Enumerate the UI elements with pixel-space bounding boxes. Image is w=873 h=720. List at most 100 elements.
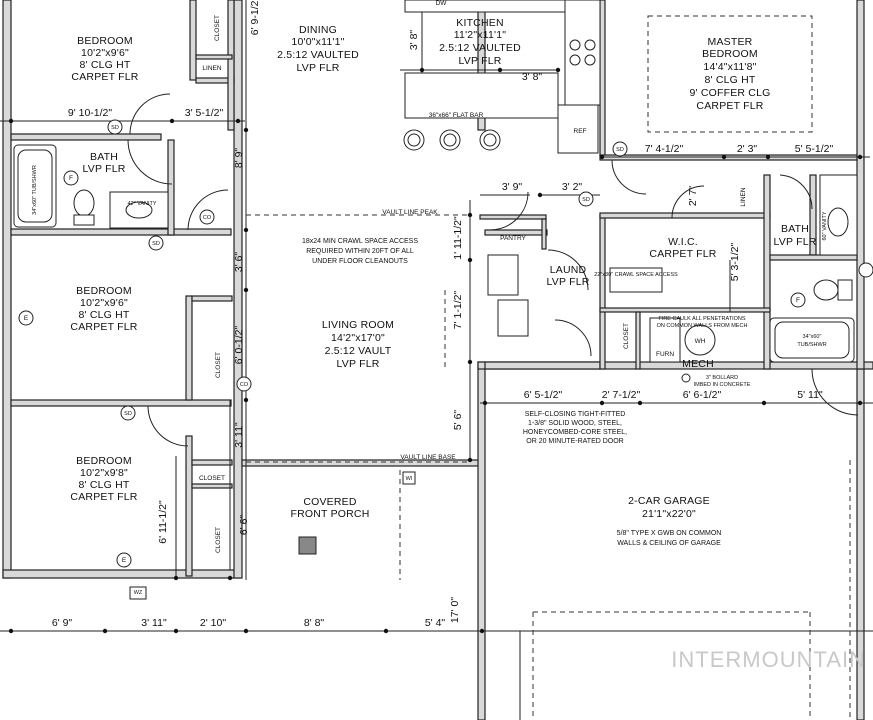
doors	[127, 93, 859, 447]
svg-text:E: E	[24, 315, 29, 322]
svg-text:22"x30" CRAWL SPACE ACCESS: 22"x30" CRAWL SPACE ACCESS	[594, 272, 678, 278]
svg-text:SD: SD	[582, 197, 590, 203]
svg-text:LVP FLR: LVP FLR	[296, 62, 339, 74]
svg-text:2.5:12 VAULTED: 2.5:12 VAULTED	[277, 49, 359, 61]
svg-text:BEDROOM: BEDROOM	[702, 48, 758, 60]
svg-text:3' 11": 3' 11"	[233, 422, 245, 448]
kitchen-label: KITCHEN 11'2"x11'1" 2.5:12 VAULTED LVP F…	[439, 17, 521, 67]
svg-text:LAUND: LAUND	[550, 264, 587, 276]
svg-text:FIRE CAULK ALL PENETRATIONS: FIRE CAULK ALL PENETRATIONS	[658, 316, 745, 322]
svg-text:60" VANITY: 60" VANITY	[822, 211, 828, 240]
master-label: MASTER BEDROOM 14'4"x11'8" 8' CLG HT 9' …	[689, 36, 770, 112]
svg-text:CARPET FLR: CARPET FLR	[649, 248, 716, 260]
svg-text:LIVING ROOM: LIVING ROOM	[322, 319, 394, 331]
svg-text:2' 7-1/2": 2' 7-1/2"	[602, 389, 641, 401]
svg-text:BEDROOM: BEDROOM	[77, 35, 133, 47]
svg-text:CO: CO	[203, 215, 212, 221]
small-labels: CLOSET LINEN CLOSET CLOSET CLOSET CLOSET…	[24, 0, 828, 596]
svg-text:LVP FLR: LVP FLR	[773, 236, 816, 248]
svg-text:LVP FLR: LVP FLR	[336, 358, 379, 370]
svg-text:3' 8": 3' 8"	[522, 71, 543, 83]
svg-text:WH: WH	[695, 338, 706, 345]
svg-text:W.I.C.: W.I.C.	[668, 236, 698, 248]
svg-text:8' CLG HT: 8' CLG HT	[79, 59, 130, 71]
svg-text:SD: SD	[616, 147, 624, 153]
dimension-labels: 9' 10-1/2" 3' 5-1/2" 6' 9-1/2" 3' 8" 3' …	[52, 0, 834, 629]
svg-text:LINEN: LINEN	[740, 187, 747, 206]
svg-text:5' 11": 5' 11"	[797, 389, 823, 401]
svg-text:LVP FLR: LVP FLR	[458, 55, 501, 67]
svg-text:3" BOLLARD: 3" BOLLARD	[706, 375, 738, 381]
svg-text:18x24 MIN CRAWL SPACE ACCESS: 18x24 MIN CRAWL SPACE ACCESS	[302, 238, 418, 245]
svg-text:VAULT LINE BASE: VAULT LINE BASE	[400, 454, 456, 461]
svg-text:CARPET FLR: CARPET FLR	[71, 71, 138, 83]
svg-text:COVERED: COVERED	[303, 496, 357, 508]
svg-text:2.5:12 VAULT: 2.5:12 VAULT	[325, 345, 392, 357]
svg-text:BATH: BATH	[781, 223, 809, 235]
svg-text:6' 9-1/2": 6' 9-1/2"	[249, 0, 261, 35]
svg-text:6' 5-1/2": 6' 5-1/2"	[524, 389, 563, 401]
svg-text:2.5:12 VAULTED: 2.5:12 VAULTED	[439, 42, 521, 54]
svg-text:8' 8": 8' 8"	[304, 617, 325, 629]
svg-text:3' 6": 3' 6"	[233, 252, 245, 273]
svg-text:11'2"x11'1": 11'2"x11'1"	[454, 29, 506, 41]
svg-text:CLOSET: CLOSET	[214, 15, 221, 41]
svg-text:9' COFFER CLG: 9' COFFER CLG	[689, 87, 770, 99]
porch-label: COVERED FRONT PORCH	[290, 496, 369, 520]
svg-text:6' 11-1/2": 6' 11-1/2"	[157, 500, 169, 544]
svg-text:BEDROOM: BEDROOM	[76, 285, 132, 297]
svg-text:10'2"x9'8": 10'2"x9'8"	[80, 467, 128, 479]
svg-text:3' 8": 3' 8"	[408, 30, 420, 51]
svg-text:5/8" TYPE X GWB ON COMMON: 5/8" TYPE X GWB ON COMMON	[617, 530, 722, 537]
svg-text:34"x60": 34"x60"	[803, 334, 822, 340]
garage-label: 2-CAR GARAGE 21'1"x22'0" 5/8" TYPE X GWB…	[617, 495, 722, 547]
svg-text:F: F	[69, 175, 73, 182]
wic-label: W.I.C. CARPET FLR	[649, 236, 716, 260]
svg-text:10'0"x11'1": 10'0"x11'1"	[291, 36, 344, 48]
svg-text:BEDROOM: BEDROOM	[76, 455, 132, 467]
svg-text:5' 6": 5' 6"	[452, 410, 464, 431]
pantry-label: PANTRY	[500, 235, 526, 242]
svg-text:2' 3": 2' 3"	[737, 143, 758, 155]
svg-text:F: F	[796, 297, 800, 304]
svg-text:KITCHEN: KITCHEN	[456, 17, 504, 29]
svg-text:SD: SD	[124, 411, 132, 417]
svg-text:6' 6": 6' 6"	[238, 515, 250, 536]
svg-text:CO: CO	[240, 382, 249, 388]
svg-text:5' 4": 5' 4"	[425, 617, 446, 629]
dining-label: DINING 10'0"x11'1" 2.5:12 VAULTED LVP FL…	[277, 24, 359, 74]
svg-text:2' 7": 2' 7"	[687, 186, 699, 207]
svg-text:TUB/SHWR: TUB/SHWR	[797, 342, 826, 348]
svg-text:LVP FLR: LVP FLR	[546, 276, 589, 288]
fixtures	[13, 0, 858, 600]
svg-text:34"x60" TUB/SHWR: 34"x60" TUB/SHWR	[32, 165, 38, 215]
svg-text:1' 11-1/2": 1' 11-1/2"	[452, 216, 464, 260]
bedroom-1-label: BEDROOM 10'2"x9'6" 8' CLG HT CARPET FLR	[71, 35, 138, 83]
svg-text:17' 0": 17' 0"	[449, 597, 461, 623]
svg-text:SELF-CLOSING TIGHT-FITTED: SELF-CLOSING TIGHT-FITTED	[525, 411, 626, 418]
laundry-label: LAUND LVP FLR	[546, 264, 589, 288]
svg-text:BATH: BATH	[90, 151, 118, 163]
living-room-label: LIVING ROOM 14'2"x17'0" 2.5:12 VAULT LVP…	[322, 319, 394, 370]
svg-text:ON COMMON WALLS FROM MECH: ON COMMON WALLS FROM MECH	[657, 323, 748, 329]
svg-text:CLOSET: CLOSET	[215, 352, 222, 378]
mech-label: MECH	[682, 358, 714, 370]
svg-text:6' 0-1/2": 6' 0-1/2"	[233, 326, 245, 365]
vault-lines	[246, 15, 851, 720]
svg-text:21'1"x22'0": 21'1"x22'0"	[642, 508, 696, 520]
svg-text:MASTER: MASTER	[708, 36, 753, 48]
svg-text:2-CAR GARAGE: 2-CAR GARAGE	[628, 495, 710, 507]
svg-text:E: E	[122, 557, 127, 564]
svg-text:FRONT PORCH: FRONT PORCH	[290, 508, 369, 520]
svg-text:WI: WI	[406, 476, 413, 482]
svg-text:CLOSET: CLOSET	[215, 527, 222, 553]
svg-text:LINEN: LINEN	[202, 65, 221, 72]
svg-text:5' 3-1/2": 5' 3-1/2"	[729, 243, 741, 282]
svg-text:CARPET FLR: CARPET FLR	[70, 321, 137, 333]
svg-text:7' 1-1/2": 7' 1-1/2"	[452, 291, 464, 330]
symbols	[18, 119, 873, 568]
svg-text:2' 10": 2' 10"	[200, 617, 226, 629]
svg-text:UNDER FLOOR CLEANOUTS: UNDER FLOOR CLEANOUTS	[312, 258, 408, 265]
